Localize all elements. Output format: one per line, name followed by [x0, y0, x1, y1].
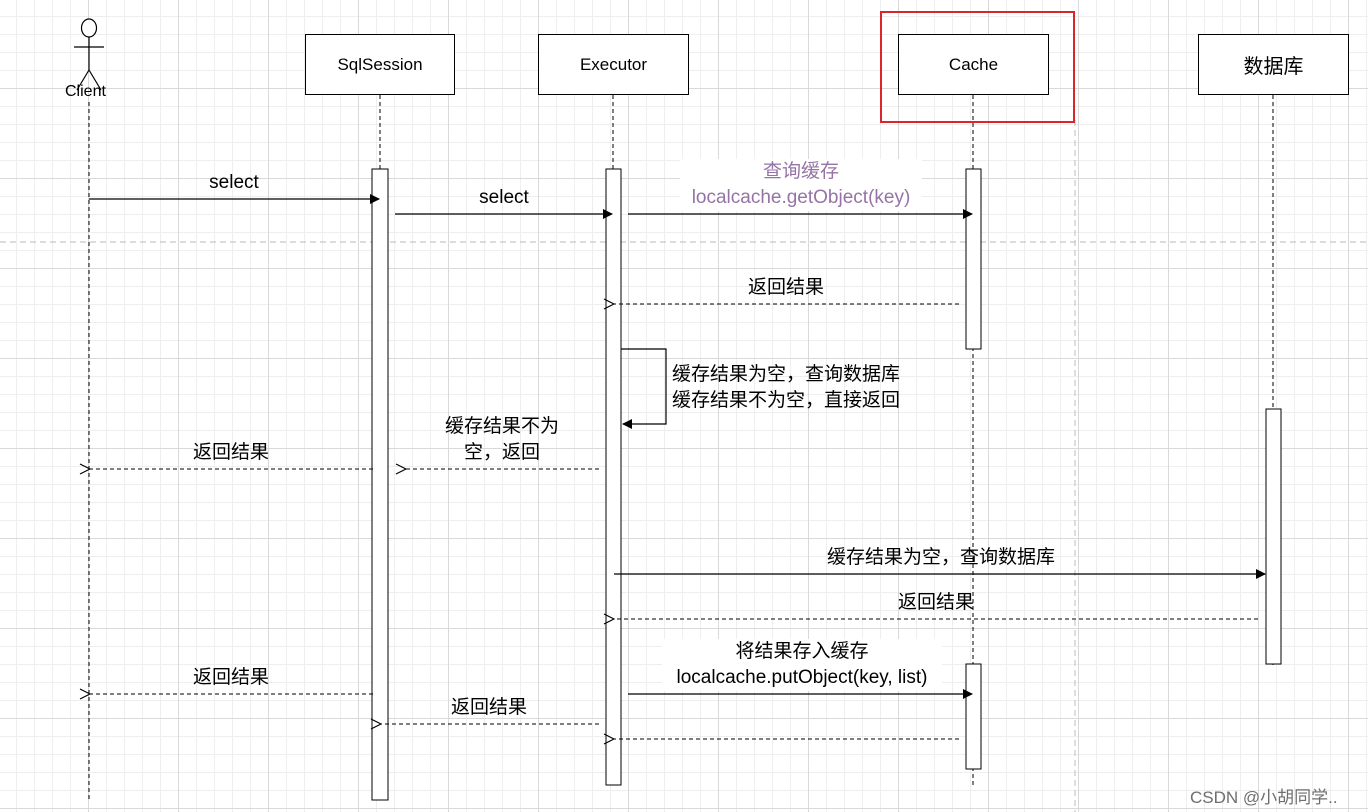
activation-sqlsession — [371, 168, 389, 801]
participant-database-label: 数据库 — [1243, 56, 1304, 78]
csdn-watermark: CSDN @小胡同学.. — [1190, 788, 1338, 807]
activation-database — [1265, 408, 1282, 665]
arrow-executor-self — [621, 348, 667, 429]
message-label-executor-return-line2: 空，返回 — [463, 442, 540, 463]
message-label-sqlsession-return-2: 返回结果 — [192, 667, 269, 688]
message-label-database-return: 返回结果 — [897, 592, 974, 613]
message-label-query-cache-line1: 查询缓存 — [680, 159, 922, 185]
participant-executor[interactable]: Executor — [538, 34, 689, 95]
message-label-cache-return: 返回结果 — [747, 277, 824, 298]
actor-icon — [74, 18, 104, 91]
participant-cache[interactable]: Cache — [898, 34, 1049, 95]
participant-client-label: Client — [65, 83, 106, 100]
message-label-put-cache-line2: localcache.putObject(key, list) — [662, 665, 942, 691]
cache-highlight-frame — [880, 11, 1075, 123]
message-label-query-cache-line2: localcache.getObject(key) — [680, 185, 922, 211]
participant-executor-label: Executor — [579, 54, 648, 74]
self-message-label-line1: 缓存结果为空，查询数据库 — [672, 364, 901, 385]
participant-sqlsession-label: SqlSession — [337, 54, 423, 74]
message-label-put-cache-line1: 将结果存入缓存 — [662, 639, 942, 665]
message-label-executor-return-2: 返回结果 — [450, 697, 527, 718]
message-label-query-database: 缓存结果为空，查询数据库 — [826, 547, 1055, 568]
self-message-label-line2: 缓存结果不为空，直接返回 — [672, 390, 901, 411]
message-label-executor-return-line1: 缓存结果不为 — [444, 416, 559, 437]
participant-database[interactable]: 数据库 — [1198, 34, 1349, 95]
activation-executor — [605, 168, 622, 786]
message-label-select-1: select — [209, 172, 259, 193]
activation-cache-1 — [965, 168, 982, 350]
message-label-select-2: select — [479, 187, 529, 208]
participant-sqlsession[interactable]: SqlSession — [305, 34, 455, 95]
activation-cache-2 — [965, 663, 982, 770]
message-label-sqlsession-return-1: 返回结果 — [192, 442, 269, 463]
participant-cache-label: Cache — [948, 54, 999, 74]
